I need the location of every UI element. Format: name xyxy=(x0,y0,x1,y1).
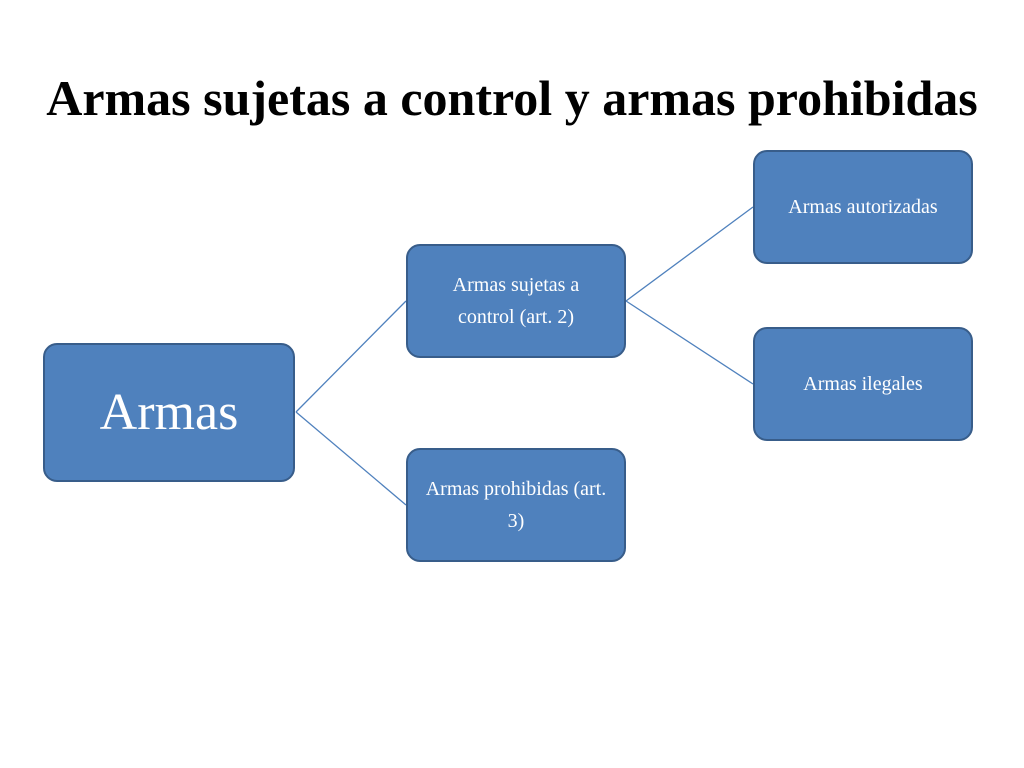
node-armas-prohibidas: Armas prohibidas (art. 3) xyxy=(406,448,626,562)
connector-root-to-control xyxy=(295,300,407,413)
node-armas-ilegales: Armas ilegales xyxy=(753,327,973,441)
node-armas-autorizadas: Armas autorizadas xyxy=(753,150,973,264)
node-armas-autorizadas-label: Armas autorizadas xyxy=(788,196,938,218)
node-armas-sujetas-a-control: Armas sujetas a control (art. 2) xyxy=(406,244,626,358)
connector-root-to-prohibited xyxy=(295,411,407,506)
node-armas-ilegales-label: Armas ilegales xyxy=(803,373,923,395)
connector-control-to-authorized xyxy=(625,206,754,302)
slide-title: Armas sujetas a control y armas prohibid… xyxy=(46,70,978,126)
connector-control-to-illegal xyxy=(625,300,754,385)
node-armas-label: Armas xyxy=(99,383,239,441)
node-armas-prohibidas-label: Armas prohibidas (art. 3) xyxy=(425,478,607,532)
node-armas-sujetas-a-control-label: Armas sujetas a control (art. 2) xyxy=(452,274,580,328)
node-armas: Armas xyxy=(43,343,295,482)
